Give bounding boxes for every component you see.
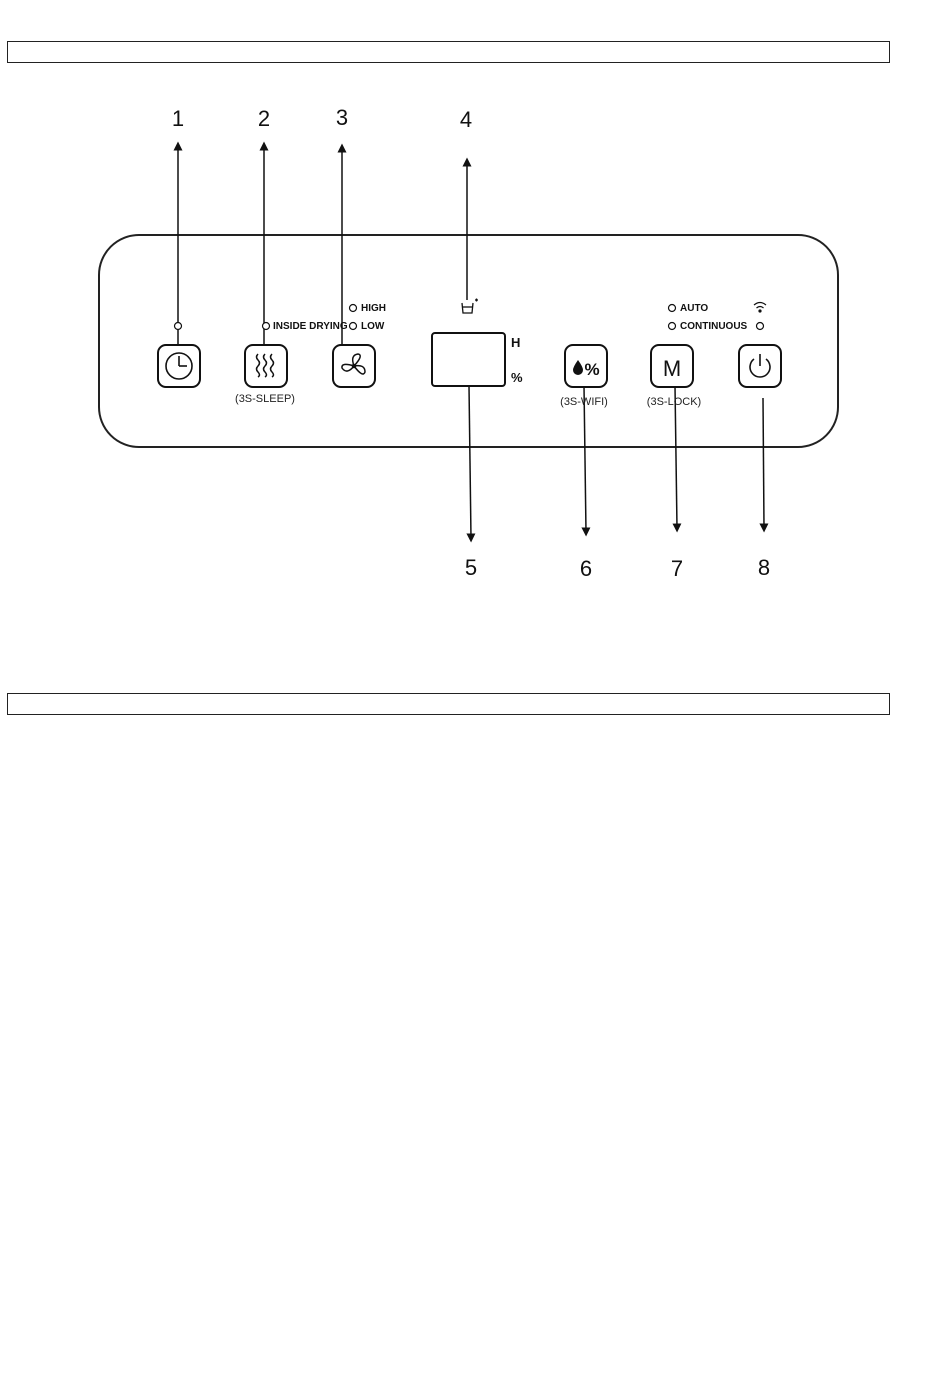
mode-button-note: (3S-LOCK) <box>647 396 701 408</box>
callout-4: 4 <box>460 107 472 132</box>
callout-7: 7 <box>671 556 683 581</box>
high-label: HIGH <box>361 303 386 314</box>
low-label: LOW <box>361 321 385 332</box>
high-indicator-led <box>350 305 357 312</box>
leader-line-8 <box>763 398 764 528</box>
low-indicator-led <box>350 323 357 330</box>
inside-drying-indicator-led <box>263 323 270 330</box>
callout-2: 2 <box>258 106 270 131</box>
callout-8: 8 <box>758 555 770 580</box>
callout-1: 1 <box>172 106 184 131</box>
display-unit-percent: % <box>511 370 523 385</box>
continuous-label: CONTINUOUS <box>680 321 748 332</box>
inside-drying-note: (3S-SLEEP) <box>235 393 295 405</box>
humidity-button-symbol: % <box>584 360 599 379</box>
digital-display <box>432 333 505 386</box>
inside-drying-label: INSIDE DRYING <box>273 321 348 332</box>
callout-6: 6 <box>580 556 592 581</box>
continuous-indicator-led <box>669 323 676 330</box>
auto-indicator-led <box>669 305 676 312</box>
callout-3: 3 <box>336 105 348 130</box>
wifi-indicator-led <box>757 323 764 330</box>
display-unit-hours: H <box>511 335 520 350</box>
humidity-button-note: (3S-WIFI) <box>560 396 608 408</box>
timer-indicator-led <box>175 323 182 330</box>
mode-button-letter: M <box>663 356 681 381</box>
auto-label: AUTO <box>680 303 708 314</box>
callout-5: 5 <box>465 555 477 580</box>
